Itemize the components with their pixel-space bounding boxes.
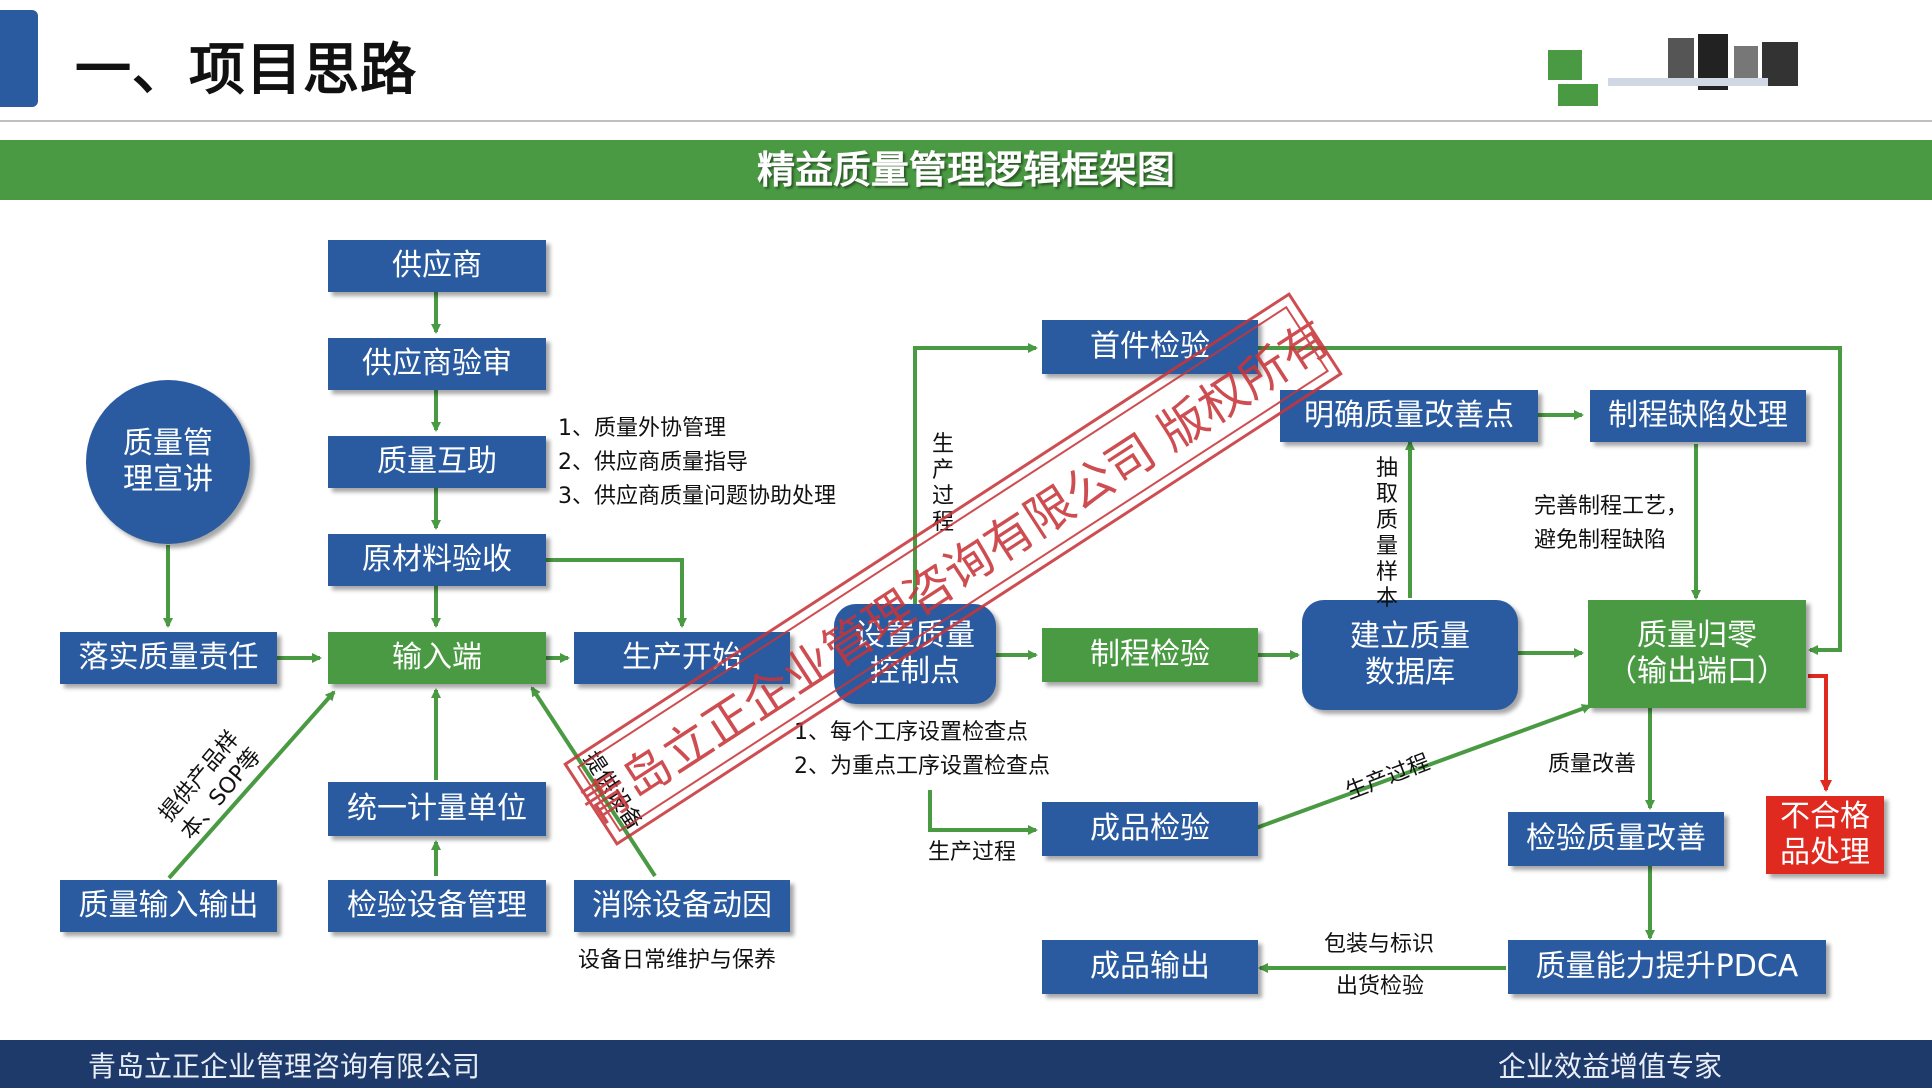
production-process-note: 生产过程 [928, 840, 1017, 865]
nonconforming-box: 不合格 品处理 [1766, 796, 1884, 874]
quality-io-box: 质量输入输出 [60, 880, 277, 932]
quality-improvement-note: 质量改善 [1548, 752, 1637, 777]
pdca-box: 质量能力提升PDCA [1508, 940, 1826, 994]
extract-sample-vertical-note: 抽取质量样本 [1375, 456, 1398, 611]
diagram-title-banner [0, 140, 1932, 200]
quality-assist-box: 质量互助 [328, 436, 546, 488]
shipping-note: 出货检验 [1336, 974, 1425, 999]
supplier-management-notes: 1、质量外协管理 2、供应商质量指导 3、供应商质量问题协助处理 [558, 416, 836, 509]
company-logo [1548, 32, 1848, 110]
footer-bar [0, 1040, 1932, 1088]
maintenance-note: 设备日常维护与保养 [578, 948, 777, 973]
define-improvement-box: 明确质量改善点 [1280, 390, 1538, 442]
packaging-note: 包装与标识 [1324, 932, 1435, 957]
unify-units-box: 统一计量单位 [328, 782, 546, 836]
quality-database-box: 建立质量 数据库 [1302, 600, 1518, 710]
slide-title: 一、项目思路 [75, 38, 417, 103]
supplier-box: 供应商 [328, 240, 546, 292]
eliminate-equipment-box: 消除设备动因 [574, 880, 790, 932]
inspection-improvement-box: 检验质量改善 [1508, 812, 1724, 866]
header-divider [0, 120, 1932, 122]
product-output-box: 成品输出 [1042, 940, 1258, 994]
material-acceptance-box: 原材料验收 [328, 534, 546, 586]
process-improvement-note: 完善制程工艺， 避免制程缺陷 [1534, 494, 1689, 553]
footer-slogan: 企业效益增值专家 [1497, 1050, 1722, 1083]
diagram-title: 精益质量管理逻辑框架图 [756, 148, 1175, 192]
title-accent-bar [0, 10, 38, 107]
implement-responsibility-box: 落实质量责任 [60, 632, 277, 684]
footer-company: 青岛立正企业管理咨询有限公司 [88, 1050, 481, 1083]
input-end-box: 输入端 [328, 632, 546, 684]
checkpoint-notes: 1、每个工序设置检查点 2、为重点工序设置检查点 [794, 720, 1050, 779]
inspection-equipment-box: 检验设备管理 [328, 880, 546, 932]
quality-zero-box: 质量归零 （输出端口） [1588, 600, 1806, 708]
defect-handling-box: 制程缺陷处理 [1590, 390, 1806, 442]
process-inspection-box: 制程检验 [1042, 628, 1258, 682]
quality-lecture-circle: 质量管 理宣讲 [86, 380, 250, 544]
supplier-audit-box: 供应商验审 [328, 338, 546, 390]
finished-inspection-box: 成品检验 [1042, 802, 1258, 856]
